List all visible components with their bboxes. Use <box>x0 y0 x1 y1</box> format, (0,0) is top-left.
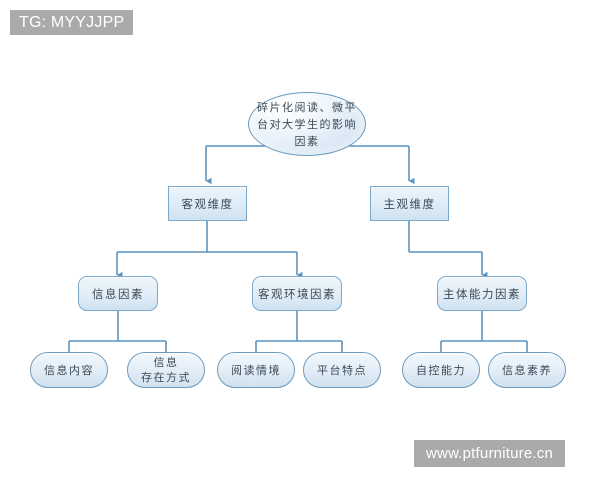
node-objective-dimension[interactable]: 客观维度 <box>168 186 247 221</box>
node-information-factor[interactable]: 信息因素 <box>78 276 158 311</box>
node-platform-characteristics-label: 平台特点 <box>317 363 367 377</box>
node-self-control-ability-label: 自控能力 <box>416 363 466 377</box>
watermark-bottom: www.ptfurniture.cn <box>414 440 565 467</box>
watermark-top: TG: MYYJJPP <box>10 10 134 35</box>
watermark-top-text: TG: MYYJJPP <box>19 13 125 31</box>
node-subjective-dimension-label: 主观维度 <box>383 196 436 211</box>
node-information-content-label: 信息内容 <box>44 363 94 377</box>
node-reading-context-label: 阅读情境 <box>231 363 281 377</box>
node-information-content[interactable]: 信息内容 <box>30 352 108 388</box>
node-root[interactable]: 碎片化阅读、微平 台对大学生的影响 因素 <box>248 92 366 156</box>
node-self-control-ability[interactable]: 自控能力 <box>402 352 480 388</box>
node-reading-context[interactable]: 阅读情境 <box>217 352 295 388</box>
node-information-factor-label: 信息因素 <box>92 286 144 301</box>
node-root-label: 碎片化阅读、微平 台对大学生的影响 因素 <box>257 100 357 148</box>
node-information-existence-form-label: 信息 存在方式 <box>141 356 191 384</box>
node-information-existence-form[interactable]: 信息 存在方式 <box>127 352 205 388</box>
node-information-literacy[interactable]: 信息素养 <box>488 352 566 388</box>
node-objective-environment-factor[interactable]: 客观环境因素 <box>252 276 342 311</box>
node-subject-ability-factor-label: 主体能力因素 <box>443 286 521 301</box>
node-subject-ability-factor[interactable]: 主体能力因素 <box>437 276 527 311</box>
node-objective-environment-factor-label: 客观环境因素 <box>258 286 336 301</box>
node-information-literacy-label: 信息素养 <box>502 363 552 377</box>
watermark-bottom-text: www.ptfurniture.cn <box>426 445 553 462</box>
node-objective-dimension-label: 客观维度 <box>181 196 234 211</box>
node-platform-characteristics[interactable]: 平台特点 <box>303 352 381 388</box>
node-subjective-dimension[interactable]: 主观维度 <box>370 186 449 221</box>
